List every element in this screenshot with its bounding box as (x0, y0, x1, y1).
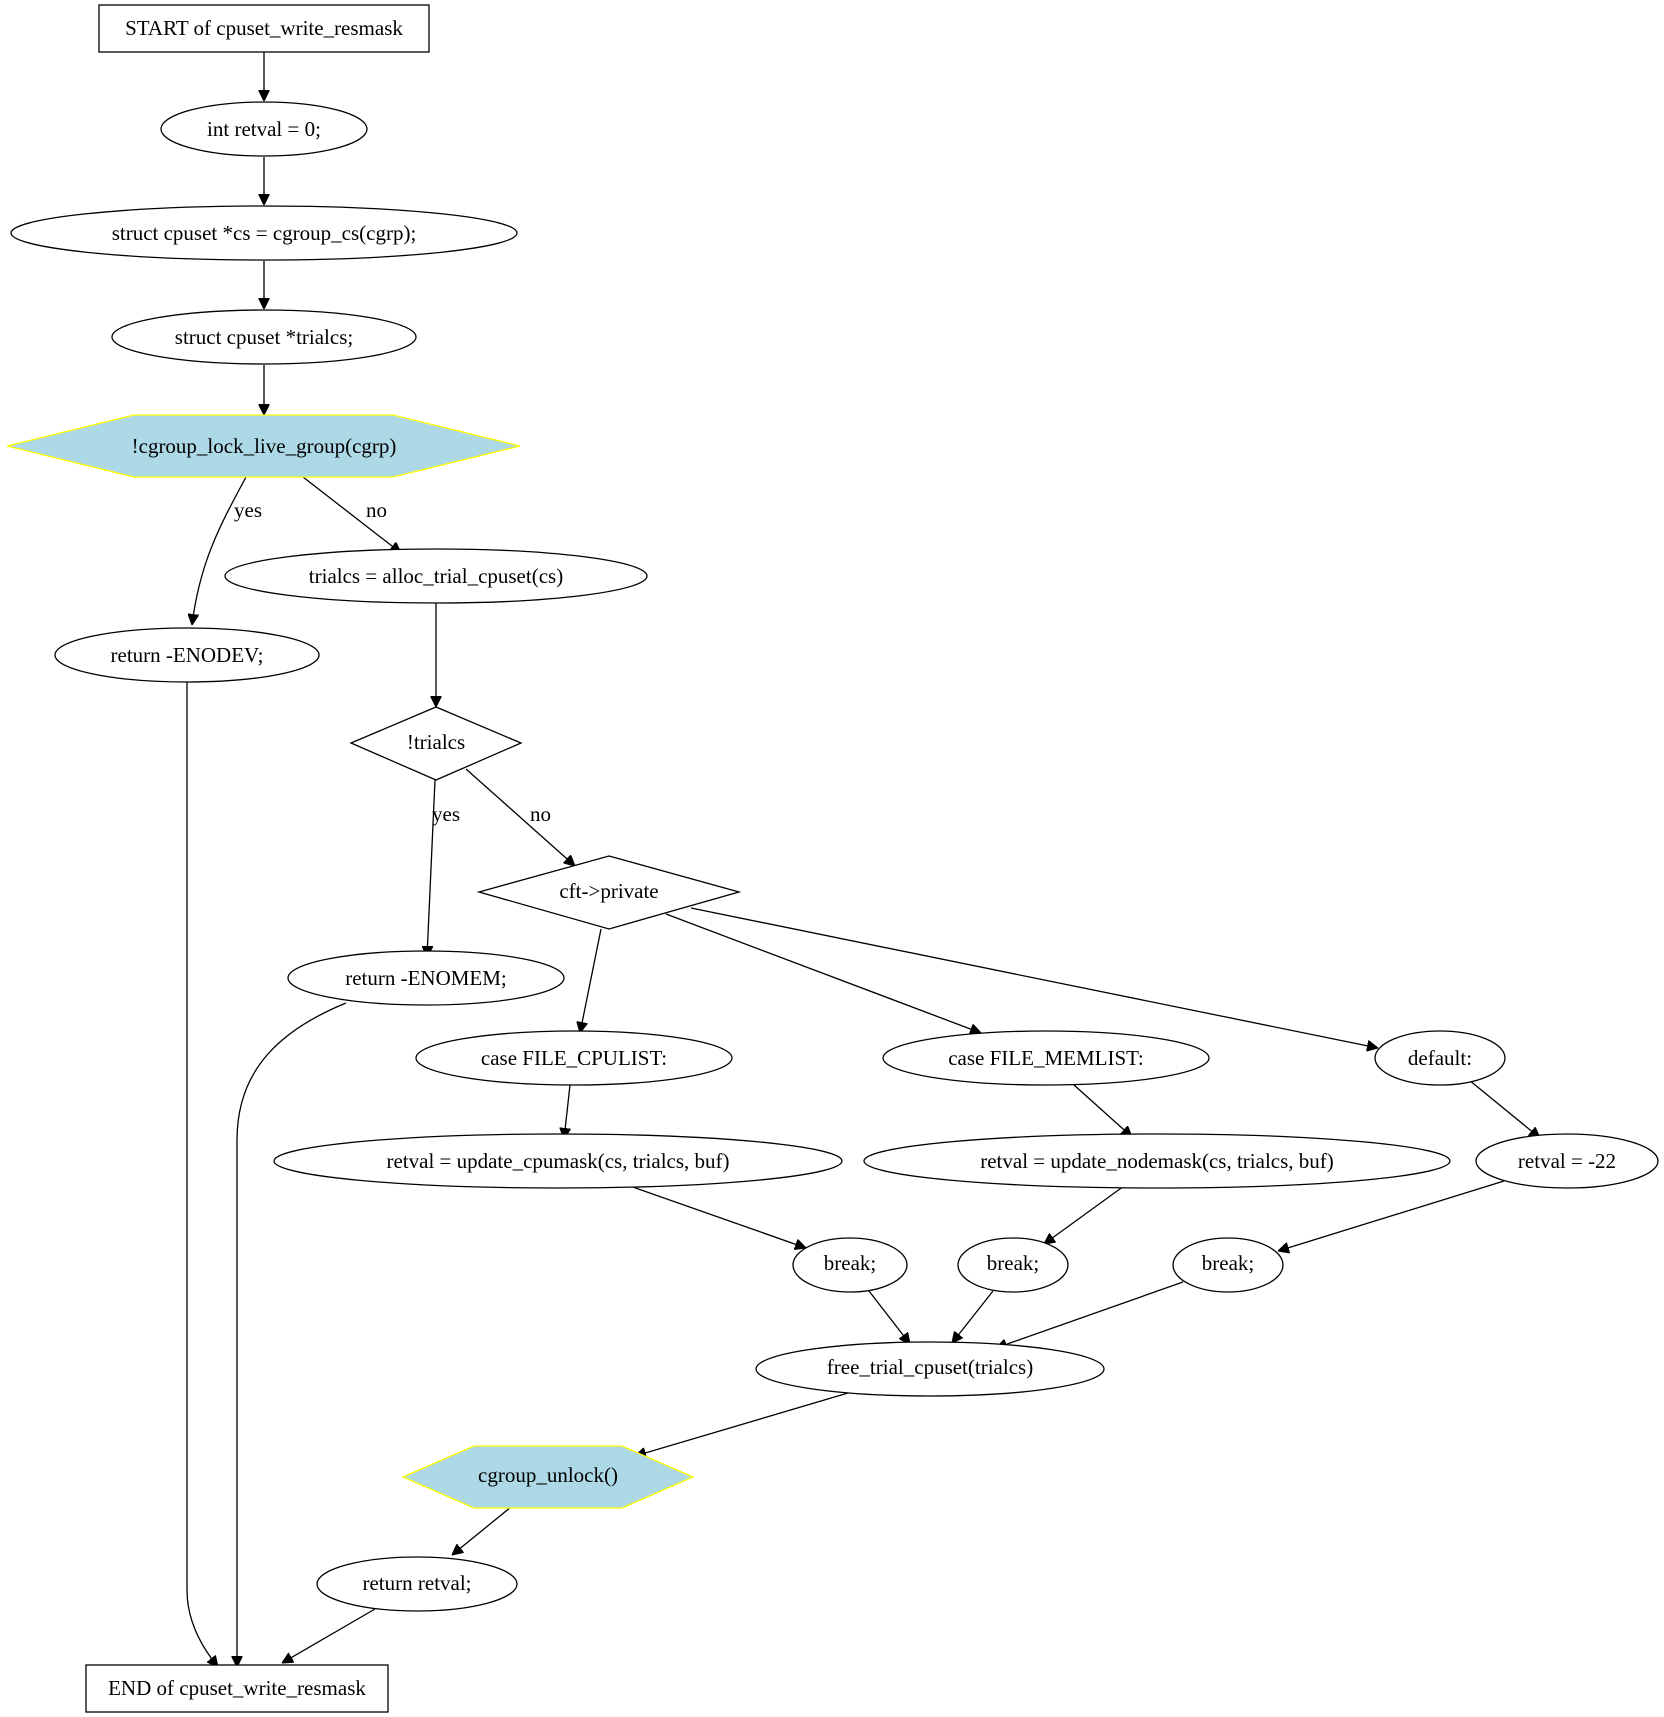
node-cs-decl: struct cpuset *cs = cgroup_cs(cgrp); (10, 205, 518, 261)
node-case-cpulist: case FILE_CPULIST: (415, 1030, 733, 1086)
edge-labels: yes no yes no (234, 498, 551, 826)
edge-lock-check-yes (192, 476, 247, 625)
node-lock-check: !cgroup_lock_live_group(cgrp) (6, 414, 521, 478)
edge-label-lock-yes: yes (234, 498, 262, 522)
node-lock-check-label: !cgroup_lock_live_group(cgrp) (132, 434, 397, 458)
node-trialcs-check-label: !trialcs (407, 730, 465, 754)
edge-break-1-to-free (868, 1290, 910, 1344)
edge-enomem-to-end (237, 1002, 347, 1667)
node-start-label: START of cpuset_write_resmask (125, 16, 403, 40)
edge-trialcs-check-no (465, 768, 575, 866)
node-break-2: break; (957, 1237, 1069, 1293)
node-retval-init-label: int retval = 0; (207, 117, 321, 141)
node-alloc: trialcs = alloc_trial_cpuset(cs) (224, 548, 648, 604)
node-end: END of cpuset_write_resmask (85, 1664, 389, 1713)
edge-break-2-to-free (952, 1290, 994, 1343)
node-free-trial-label: free_trial_cpuset(trialcs) (827, 1355, 1033, 1379)
edge-update-nodemask-to-break-2 (1044, 1185, 1125, 1244)
node-ret-enomem-label: return -ENOMEM; (345, 966, 507, 990)
edge-enodev-to-end (186, 682, 218, 1667)
node-break-1-label: break; (824, 1251, 876, 1275)
node-ret-enodev: return -ENODEV; (54, 627, 320, 683)
node-retval-init: int retval = 0; (160, 101, 368, 157)
edge-trialcs-check-yes (427, 779, 436, 957)
node-start: START of cpuset_write_resmask (98, 4, 430, 53)
edges (186, 52, 1540, 1667)
node-ret-retval: return retval; (316, 1556, 518, 1612)
node-unlock: cgroup_unlock() (401, 1445, 695, 1509)
edge-label-lock-no: no (366, 498, 387, 522)
node-update-nodemask-label: retval = update_nodemask(cs, trialcs, bu… (980, 1149, 1334, 1173)
node-update-cpumask-label: retval = update_cpumask(cs, trialcs, buf… (386, 1149, 729, 1173)
node-retval-einval-label: retval = -22 (1518, 1149, 1616, 1173)
node-switch-private-label: cft->private (559, 879, 658, 903)
edge-return-to-end (282, 1608, 376, 1663)
node-trialcs-decl-label: struct cpuset *trialcs; (175, 325, 353, 349)
node-retval-einval: retval = -22 (1475, 1133, 1659, 1189)
edge-label-trialcs-yes: yes (432, 802, 460, 826)
node-update-nodemask: retval = update_nodemask(cs, trialcs, bu… (863, 1133, 1451, 1189)
node-case-default-label: default: (1408, 1046, 1472, 1070)
edge-label-trialcs-no: no (530, 802, 551, 826)
edge-free-to-unlock (635, 1392, 849, 1456)
node-update-cpumask: retval = update_cpumask(cs, trialcs, buf… (273, 1133, 843, 1189)
edge-cpulist-to-update-cpumask (564, 1084, 570, 1139)
node-case-memlist: case FILE_MEMLIST: (882, 1030, 1210, 1086)
edge-unlock-to-return (452, 1506, 512, 1555)
edge-switch-to-case-memlist (665, 913, 981, 1033)
node-case-memlist-label: case FILE_MEMLIST: (948, 1046, 1144, 1070)
node-cs-decl-label: struct cpuset *cs = cgroup_cs(cgrp); (112, 221, 417, 245)
edge-switch-to-case-cpulist (580, 928, 602, 1033)
node-break-3-label: break; (1202, 1251, 1254, 1275)
edge-retval-einval-to-break-3 (1278, 1180, 1505, 1251)
node-break-3: break; (1172, 1237, 1284, 1293)
node-alloc-label: trialcs = alloc_trial_cpuset(cs) (309, 564, 563, 588)
edge-break-3-to-free (996, 1281, 1184, 1348)
node-break-1: break; (792, 1237, 908, 1293)
node-trialcs-check: !trialcs (349, 706, 523, 781)
node-end-label: END of cpuset_write_resmask (108, 1676, 366, 1700)
node-free-trial: free_trial_cpuset(trialcs) (755, 1341, 1105, 1397)
edge-lock-check-no (302, 476, 401, 553)
edge-switch-to-case-default (690, 907, 1378, 1048)
node-ret-enomem: return -ENOMEM; (287, 950, 565, 1006)
node-case-cpulist-label: case FILE_CPULIST: (481, 1046, 667, 1070)
node-break-2-label: break; (987, 1251, 1039, 1275)
edge-update-cpumask-to-break-1 (629, 1185, 806, 1248)
node-unlock-label: cgroup_unlock() (478, 1463, 618, 1487)
edge-memlist-to-update-nodemask (1073, 1084, 1132, 1137)
edge-default-to-retval-einval (1468, 1079, 1540, 1138)
node-case-default: default: (1374, 1030, 1506, 1086)
node-trialcs-decl: struct cpuset *trialcs; (111, 309, 417, 365)
node-ret-retval-label: return retval; (362, 1571, 471, 1595)
node-ret-enodev-label: return -ENODEV; (111, 643, 264, 667)
node-switch-private: cft->private (476, 855, 742, 930)
